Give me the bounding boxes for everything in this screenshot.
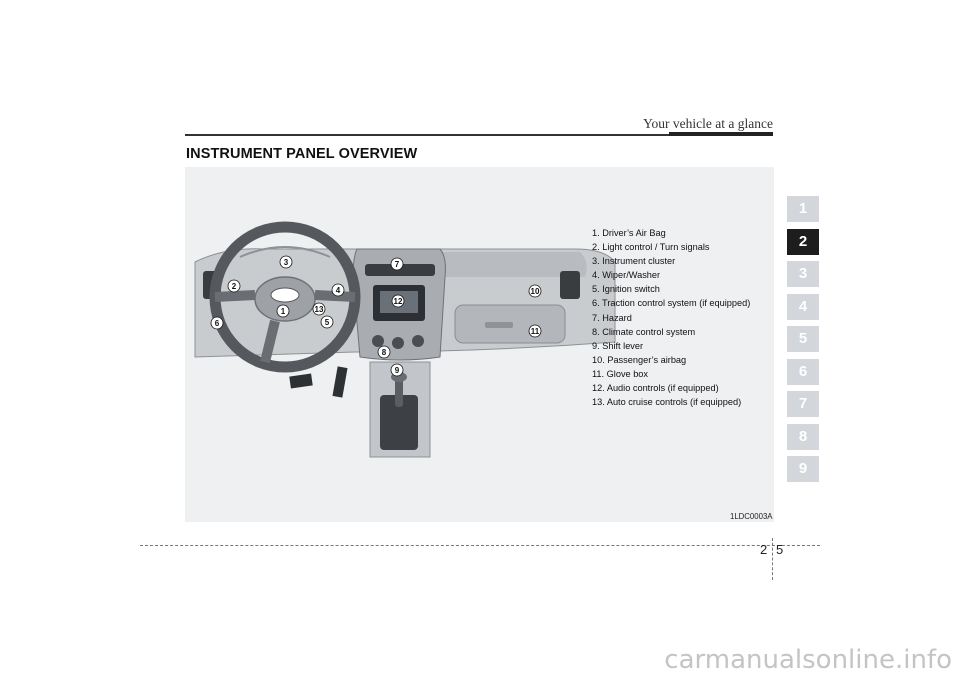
legend-item: 7. Hazard bbox=[592, 311, 750, 325]
callout-4: 4 bbox=[332, 284, 344, 296]
legend-item: 5. Ignition switch bbox=[592, 282, 750, 296]
footer-rule bbox=[140, 545, 820, 546]
callout-11: 11 bbox=[529, 325, 541, 337]
legend-item: 6. Traction control system (if equipped) bbox=[592, 296, 750, 310]
legend-item: 12. Audio controls (if equipped) bbox=[592, 381, 750, 395]
component-legend: 1. Driver’s Air Bag 2. Light control / T… bbox=[592, 226, 750, 409]
svg-text:6: 6 bbox=[215, 319, 220, 328]
header-rule-accent bbox=[669, 132, 773, 136]
callout-10: 10 bbox=[529, 285, 541, 297]
callout-13: 13 bbox=[313, 303, 325, 315]
chapter-tab-4[interactable]: 4 bbox=[787, 294, 819, 320]
page-chapter-number: 2 bbox=[760, 542, 767, 557]
figure-code: 1LDC0003A bbox=[730, 512, 772, 521]
callout-1: 1 bbox=[277, 305, 289, 317]
svg-text:7: 7 bbox=[395, 260, 400, 269]
watermark-text: carmanualsonline.info bbox=[664, 645, 952, 675]
svg-text:1: 1 bbox=[281, 307, 286, 316]
legend-item: 2. Light control / Turn signals bbox=[592, 240, 750, 254]
chapter-tab-8[interactable]: 8 bbox=[787, 424, 819, 450]
svg-text:13: 13 bbox=[315, 305, 324, 314]
callout-5: 5 bbox=[321, 316, 333, 328]
chapter-tab-9[interactable]: 9 bbox=[787, 456, 819, 482]
page-header-title: Your vehicle at a glance bbox=[643, 116, 773, 132]
legend-item: 8. Climate control system bbox=[592, 325, 750, 339]
section-title: INSTRUMENT PANEL OVERVIEW bbox=[186, 146, 417, 162]
legend-item: 3. Instrument cluster bbox=[592, 254, 750, 268]
svg-text:12: 12 bbox=[394, 297, 403, 306]
svg-text:11: 11 bbox=[531, 327, 540, 336]
chapter-tab-6[interactable]: 6 bbox=[787, 359, 819, 385]
svg-text:5: 5 bbox=[325, 318, 330, 327]
legend-item: 11. Glove box bbox=[592, 367, 750, 381]
callout-3: 3 bbox=[280, 256, 292, 268]
legend-item: 9. Shift lever bbox=[592, 339, 750, 353]
svg-text:9: 9 bbox=[395, 366, 400, 375]
callout-7: 7 bbox=[391, 258, 403, 270]
legend-item: 10. Passenger’s airbag bbox=[592, 353, 750, 367]
svg-text:4: 4 bbox=[336, 286, 341, 295]
callout-8: 8 bbox=[378, 346, 390, 358]
legend-item: 1. Driver’s Air Bag bbox=[592, 226, 750, 240]
legend-item: 4. Wiper/Washer bbox=[592, 268, 750, 282]
svg-text:10: 10 bbox=[531, 287, 540, 296]
chapter-tab-2[interactable]: 2 bbox=[787, 229, 819, 255]
svg-text:3: 3 bbox=[284, 258, 289, 267]
callout-2: 2 bbox=[228, 280, 240, 292]
svg-text:2: 2 bbox=[232, 282, 237, 291]
callout-9: 9 bbox=[391, 364, 403, 376]
chapter-tab-3[interactable]: 3 bbox=[787, 261, 819, 287]
legend-item: 13. Auto cruise controls (if equipped) bbox=[592, 395, 750, 409]
page-number: 5 bbox=[776, 542, 783, 557]
callout-6: 6 bbox=[211, 317, 223, 329]
chapter-tab-1[interactable]: 1 bbox=[787, 196, 819, 222]
footer-divider bbox=[772, 538, 773, 580]
callout-12: 12 bbox=[392, 295, 404, 307]
chapter-tab-5[interactable]: 5 bbox=[787, 326, 819, 352]
svg-text:8: 8 bbox=[382, 348, 387, 357]
chapter-tab-7[interactable]: 7 bbox=[787, 391, 819, 417]
chapter-tabs: 1 2 3 4 5 6 7 8 9 bbox=[787, 196, 819, 489]
